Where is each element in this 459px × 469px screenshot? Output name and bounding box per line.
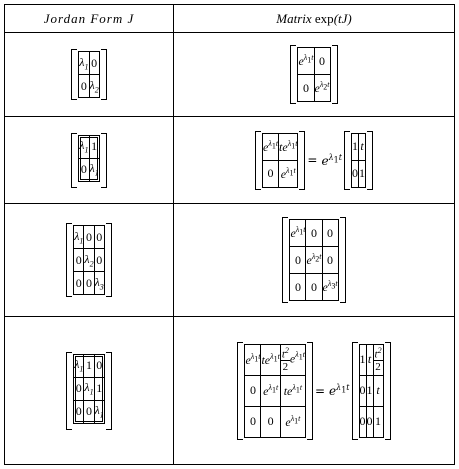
matrix-entry: 1 [88,134,100,159]
header-jordan-label: Jordan Form J [43,10,135,26]
jordan-block: λ3 [93,271,105,295]
matrix-entry: 0 [93,248,105,272]
matrix-entry: 0 [93,225,105,249]
matrix-entry: eλ1t [297,47,315,75]
matrix-entry: 0 [78,74,90,98]
matrix-entry: 0 [358,374,367,407]
matrix-entry: t [357,132,366,161]
matrix-entry: 0 [244,374,262,407]
matrix-entry: 0 [73,248,85,272]
matrix-entry: λ1 [83,376,95,401]
matrix-entry: 0 [93,353,105,378]
matrix-entry: 1 [357,159,366,188]
matrix-entry: 0 [244,405,262,438]
matrix-entry: 1 [358,343,367,376]
scalar-factor: eλ1t [329,383,350,398]
matrix-entry: 0 [365,405,374,438]
matrix-entry: eλ1t [260,374,281,407]
jordan-block: λ2 [83,248,95,272]
header-matrix-exp: Matrix exp(tJ) [173,4,455,33]
matrix-entry: 0 [73,271,85,295]
matrix-entry: 1 [93,376,105,401]
matrix-entry: 0 [73,376,85,401]
matrix-entry: 0 [78,157,90,182]
matrix-entry: eλ2t [305,246,323,274]
matrix-entry: teλ1t [278,132,299,161]
jordan-block: λ2 [88,74,100,98]
matrix-entry: 1 [365,374,374,407]
header-exp-arg: (tJ) [333,10,352,26]
equals-sign: = [314,383,325,398]
matrix-entry: 1 [372,405,384,438]
matrix-entry: 0 [289,246,307,274]
matrix-entry: t [372,374,384,407]
matrix-entry: t [365,343,374,376]
matrix-entry: teλ1t [260,343,281,376]
header-jordan-form: Jordan Form J [4,4,174,33]
matrix-entry: 0 [350,159,359,188]
matrix-entry: 0 [297,74,315,102]
equals-sign: = [307,153,318,167]
matrix-entry: 0 [358,405,367,438]
jordan-block: λ1 [78,51,90,75]
matrix-entry: 0 [83,271,95,295]
matrix-entry: 0 [289,273,307,301]
matrix-entry: 0 [305,273,323,301]
matrix-entry: eλ3t [321,273,339,301]
matrix-entry: 0 [321,219,339,247]
matrix-entry: eλ2t [313,74,331,102]
matrix-entry: 1 [83,353,95,378]
matrix-entry: eλ1t [278,159,299,188]
matrix-entry: 0 [88,51,100,75]
matrix-entry: 1 [350,132,359,161]
scalar-factor: eλ1t [321,152,342,168]
header-matrix-label: Matrix [276,10,315,26]
matrix-entry: 0 [73,399,85,424]
matrix-entry: 0 [313,47,331,75]
header-row: Jordan Form J Matrix exp(tJ) [4,4,455,33]
matrix-entry: λ1 [73,353,85,378]
matrix-entry: 0 [260,405,281,438]
matrix-entry: eλ1t [262,132,280,161]
matrix-entry: eλ1t [279,405,306,438]
matrix-entry: eλ1t [289,219,307,247]
matrix-entry: λ1 [88,157,100,182]
matrix-entry: 0 [305,219,323,247]
matrix-entry: 0 [83,399,95,424]
jordan-block: λ1 [73,225,85,249]
header-exp-label: exp [314,10,334,26]
matrix-entry: λ1 [78,134,90,159]
matrix-entry: 0 [83,225,95,249]
matrix-entry: eλ1t [244,343,262,376]
matrix-entry: 0 [262,159,280,188]
matrix-entry: λ1 [93,399,105,424]
matrix-entry: teλ1t [279,374,306,407]
matrix-entry: 0 [321,246,339,274]
